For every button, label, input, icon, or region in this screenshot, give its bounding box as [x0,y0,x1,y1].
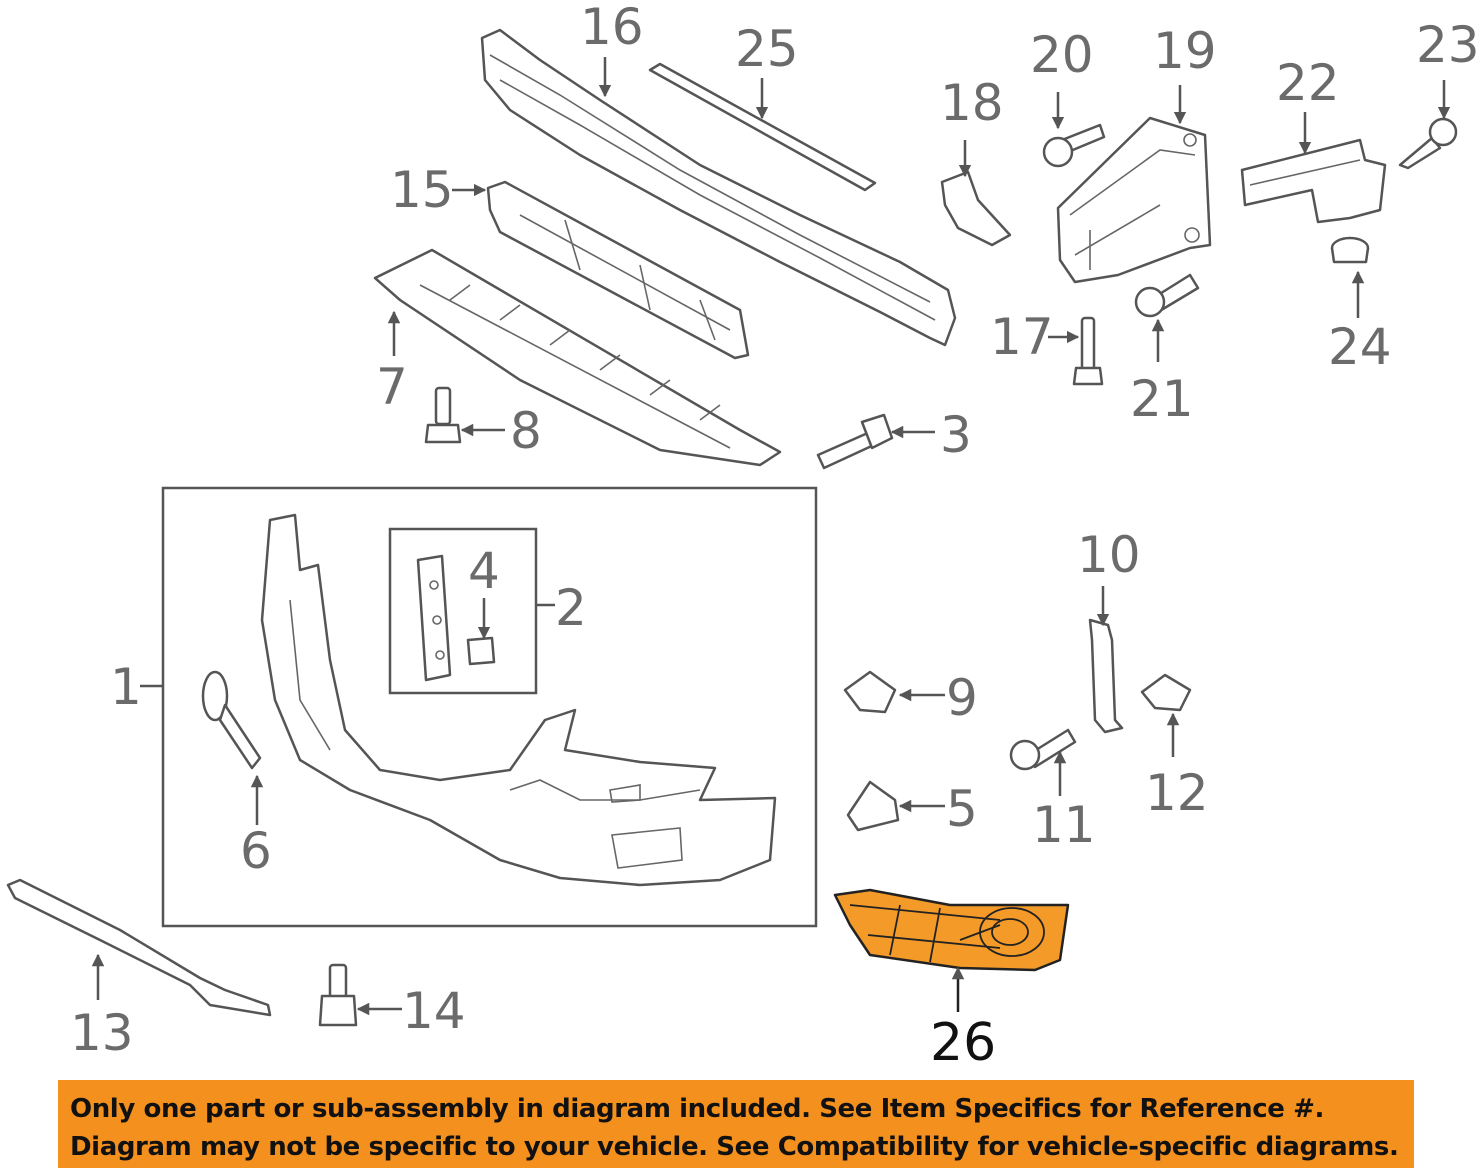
callout-12: 12 [1145,764,1209,822]
part-24-nut [1330,236,1370,264]
callout-1: 1 [110,658,142,716]
part-1-group-box [161,486,818,928]
callout-10: 10 [1077,526,1141,584]
callout-2: 2 [555,579,587,637]
part-11-bolt [1009,728,1077,771]
callout-16: 16 [580,0,644,56]
callout-9: 9 [946,669,978,727]
part-6-tow-hook-cap [201,670,262,770]
part-26-fog-lamp-grille-highlighted[interactable] [833,888,1070,972]
disclaimer-line-2: Diagram may not be specific to your vehi… [70,1132,1399,1162]
callout-4: 4 [468,542,500,600]
callout-3: 3 [940,406,972,464]
leader-lines [91,57,1451,1016]
part-7-lower-deflector [373,248,782,467]
callout-15: 15 [390,161,454,219]
callout-5: 5 [946,780,978,838]
part-1-bumper-cover [260,513,777,887]
part-5-clip [846,780,900,832]
part-10-guide-bracket [1088,618,1124,734]
callout-14: 14 [402,982,466,1040]
part-20-bolt [1042,123,1106,168]
callout-20: 20 [1030,26,1094,84]
part-12-clip [1140,673,1192,712]
callout-21: 21 [1130,370,1194,428]
callout-8: 8 [510,402,542,460]
callout-18: 18 [940,74,1004,132]
part-4-clip [466,636,496,666]
part-18-bracket [940,170,1012,247]
part-2-mounting-strip [416,554,452,682]
part-25-seal-strip [648,62,877,192]
part-2-group-box [388,527,538,695]
callout-24: 24 [1328,318,1392,376]
part-21-bolt [1134,273,1200,318]
part-9-clip [843,670,897,714]
callout-7: 7 [376,358,408,416]
part-16-impact-bar [480,28,957,347]
part-19-mounting-bracket [1056,116,1212,284]
part-3-bolt [816,413,894,470]
callout-25: 25 [735,20,799,78]
part-8-bolt [424,386,462,444]
callout-11: 11 [1032,796,1096,854]
callout-26: 26 [930,1013,996,1073]
callout-6: 6 [240,822,272,880]
callout-22: 22 [1276,54,1340,112]
part-15-energy-absorber [486,180,750,360]
part-14-screw [318,963,358,1027]
part-13-molding [6,878,272,1017]
callout-23: 23 [1416,16,1480,74]
callout-19: 19 [1153,22,1217,80]
part-17-bolt [1072,316,1104,386]
callout-13: 13 [70,1004,134,1062]
callout-17: 17 [990,308,1054,366]
disclaimer-line-1: Only one part or sub-assembly in diagram… [70,1094,1324,1124]
part-22-bracket [1240,138,1387,224]
disclaimer-banner: Only one part or sub-assembly in diagram… [58,1080,1414,1168]
part-23-screw [1398,117,1458,170]
